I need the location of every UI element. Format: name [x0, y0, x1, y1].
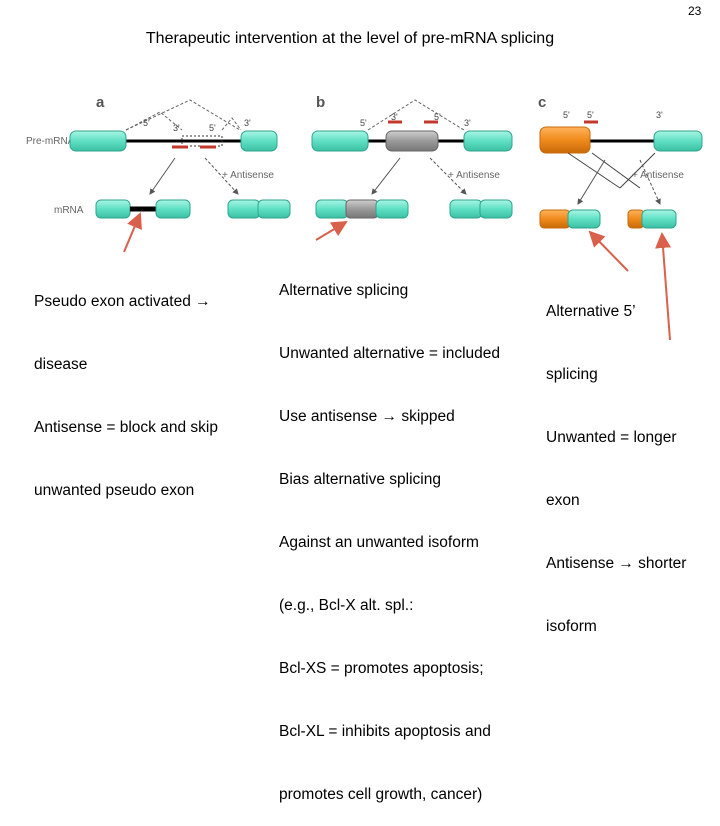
- antisense-label: + Antisense: [222, 170, 274, 181]
- exon: [311, 130, 369, 152]
- flow-arrow: [149, 157, 176, 195]
- text-line: Bcl-XS = promotes apoptosis;: [279, 660, 484, 677]
- text-line: Pseudo exon activated →: [34, 293, 211, 310]
- text-line: Bias alternative splicing: [279, 471, 441, 488]
- pre-mrna-label: Pre-mRNA: [26, 136, 75, 147]
- text-line: (e.g., Bcl-X alt. spl.:: [279, 597, 414, 614]
- text-line: promotes cell growth, cancer): [279, 786, 483, 803]
- splice-site-label: 3': [464, 118, 471, 128]
- exon: [95, 199, 131, 219]
- panel-a-mrna: [95, 199, 291, 219]
- splice-site-label: 5': [360, 118, 367, 128]
- text-line: Alternative splicing: [279, 282, 409, 299]
- text-line: Alternative 5’: [546, 303, 636, 320]
- text-line: unwanted pseudo exon: [34, 482, 195, 499]
- text-line: Bcl-XL = inhibits apoptosis and: [279, 723, 491, 740]
- text-line: Unwanted = longer: [546, 429, 677, 446]
- splice-site-label: 3': [391, 112, 398, 122]
- panel-a-label: a: [96, 94, 105, 111]
- exon: [69, 130, 127, 152]
- text-line: Use antisense → skipped: [279, 408, 455, 425]
- alternative-5-prime-exon: [539, 126, 591, 154]
- panel-b-label: b: [316, 94, 325, 111]
- splicing-figure: a b c Pre-mRNA mRNA 5' 3' 5' 3' + Antise…: [26, 94, 703, 229]
- exon: [227, 199, 261, 219]
- splice-site-label: 3': [656, 110, 663, 120]
- panel-c-label: c: [538, 94, 546, 111]
- exon: [463, 130, 513, 152]
- splice-site-label: 3': [173, 123, 180, 133]
- text-line: splicing: [546, 366, 598, 383]
- exon: [257, 199, 291, 219]
- middle-note: Alternative splicing Unwanted alternativ…: [279, 238, 500, 826]
- splice-connector: [125, 99, 241, 131]
- panel-c-pre-mrna: 5' 5' 3': [539, 110, 703, 189]
- panel-c-mrna: [539, 209, 677, 229]
- panel-b-pre-mrna: 5' 3' 5' 3': [311, 99, 513, 152]
- panel-b-mrna: [315, 199, 513, 219]
- antisense-label: + Antisense: [632, 170, 684, 181]
- text-line: disease: [34, 356, 88, 373]
- splice-site-label: 5': [563, 110, 570, 120]
- exon: [653, 130, 703, 152]
- text-line: Unwanted alternative = included: [279, 345, 501, 362]
- left-note: Pseudo exon activated → disease Antisens…: [34, 249, 218, 522]
- flow-arrow: [204, 157, 239, 195]
- text-line: Antisense = block and skip: [34, 419, 218, 436]
- text-line: exon: [546, 492, 580, 509]
- page-number: 23: [688, 4, 702, 18]
- exon: [240, 130, 278, 152]
- exon: [155, 199, 191, 219]
- page-title: Therapeutic intervention at the level of…: [145, 30, 555, 47]
- splice-site-label: 3': [244, 118, 251, 128]
- panel-a-pre-mrna: 5' 3' 5' 3': [69, 99, 278, 152]
- mrna-label: mRNA: [54, 205, 84, 216]
- alternative-exon: [385, 130, 439, 152]
- splice-site-label: 5': [434, 112, 441, 122]
- right-note: Alternative 5’ splicing Unwanted = longe…: [546, 259, 686, 658]
- splice-site-label: 5': [587, 110, 594, 120]
- text-line: isoform: [546, 618, 597, 635]
- antisense-label: + Antisense: [448, 170, 500, 181]
- text-line: Against an unwanted isoform: [279, 534, 479, 551]
- splice-site-label: 5': [209, 123, 216, 133]
- text-line: Antisense → shorter: [546, 555, 687, 572]
- splice-site-label: 5': [143, 118, 150, 128]
